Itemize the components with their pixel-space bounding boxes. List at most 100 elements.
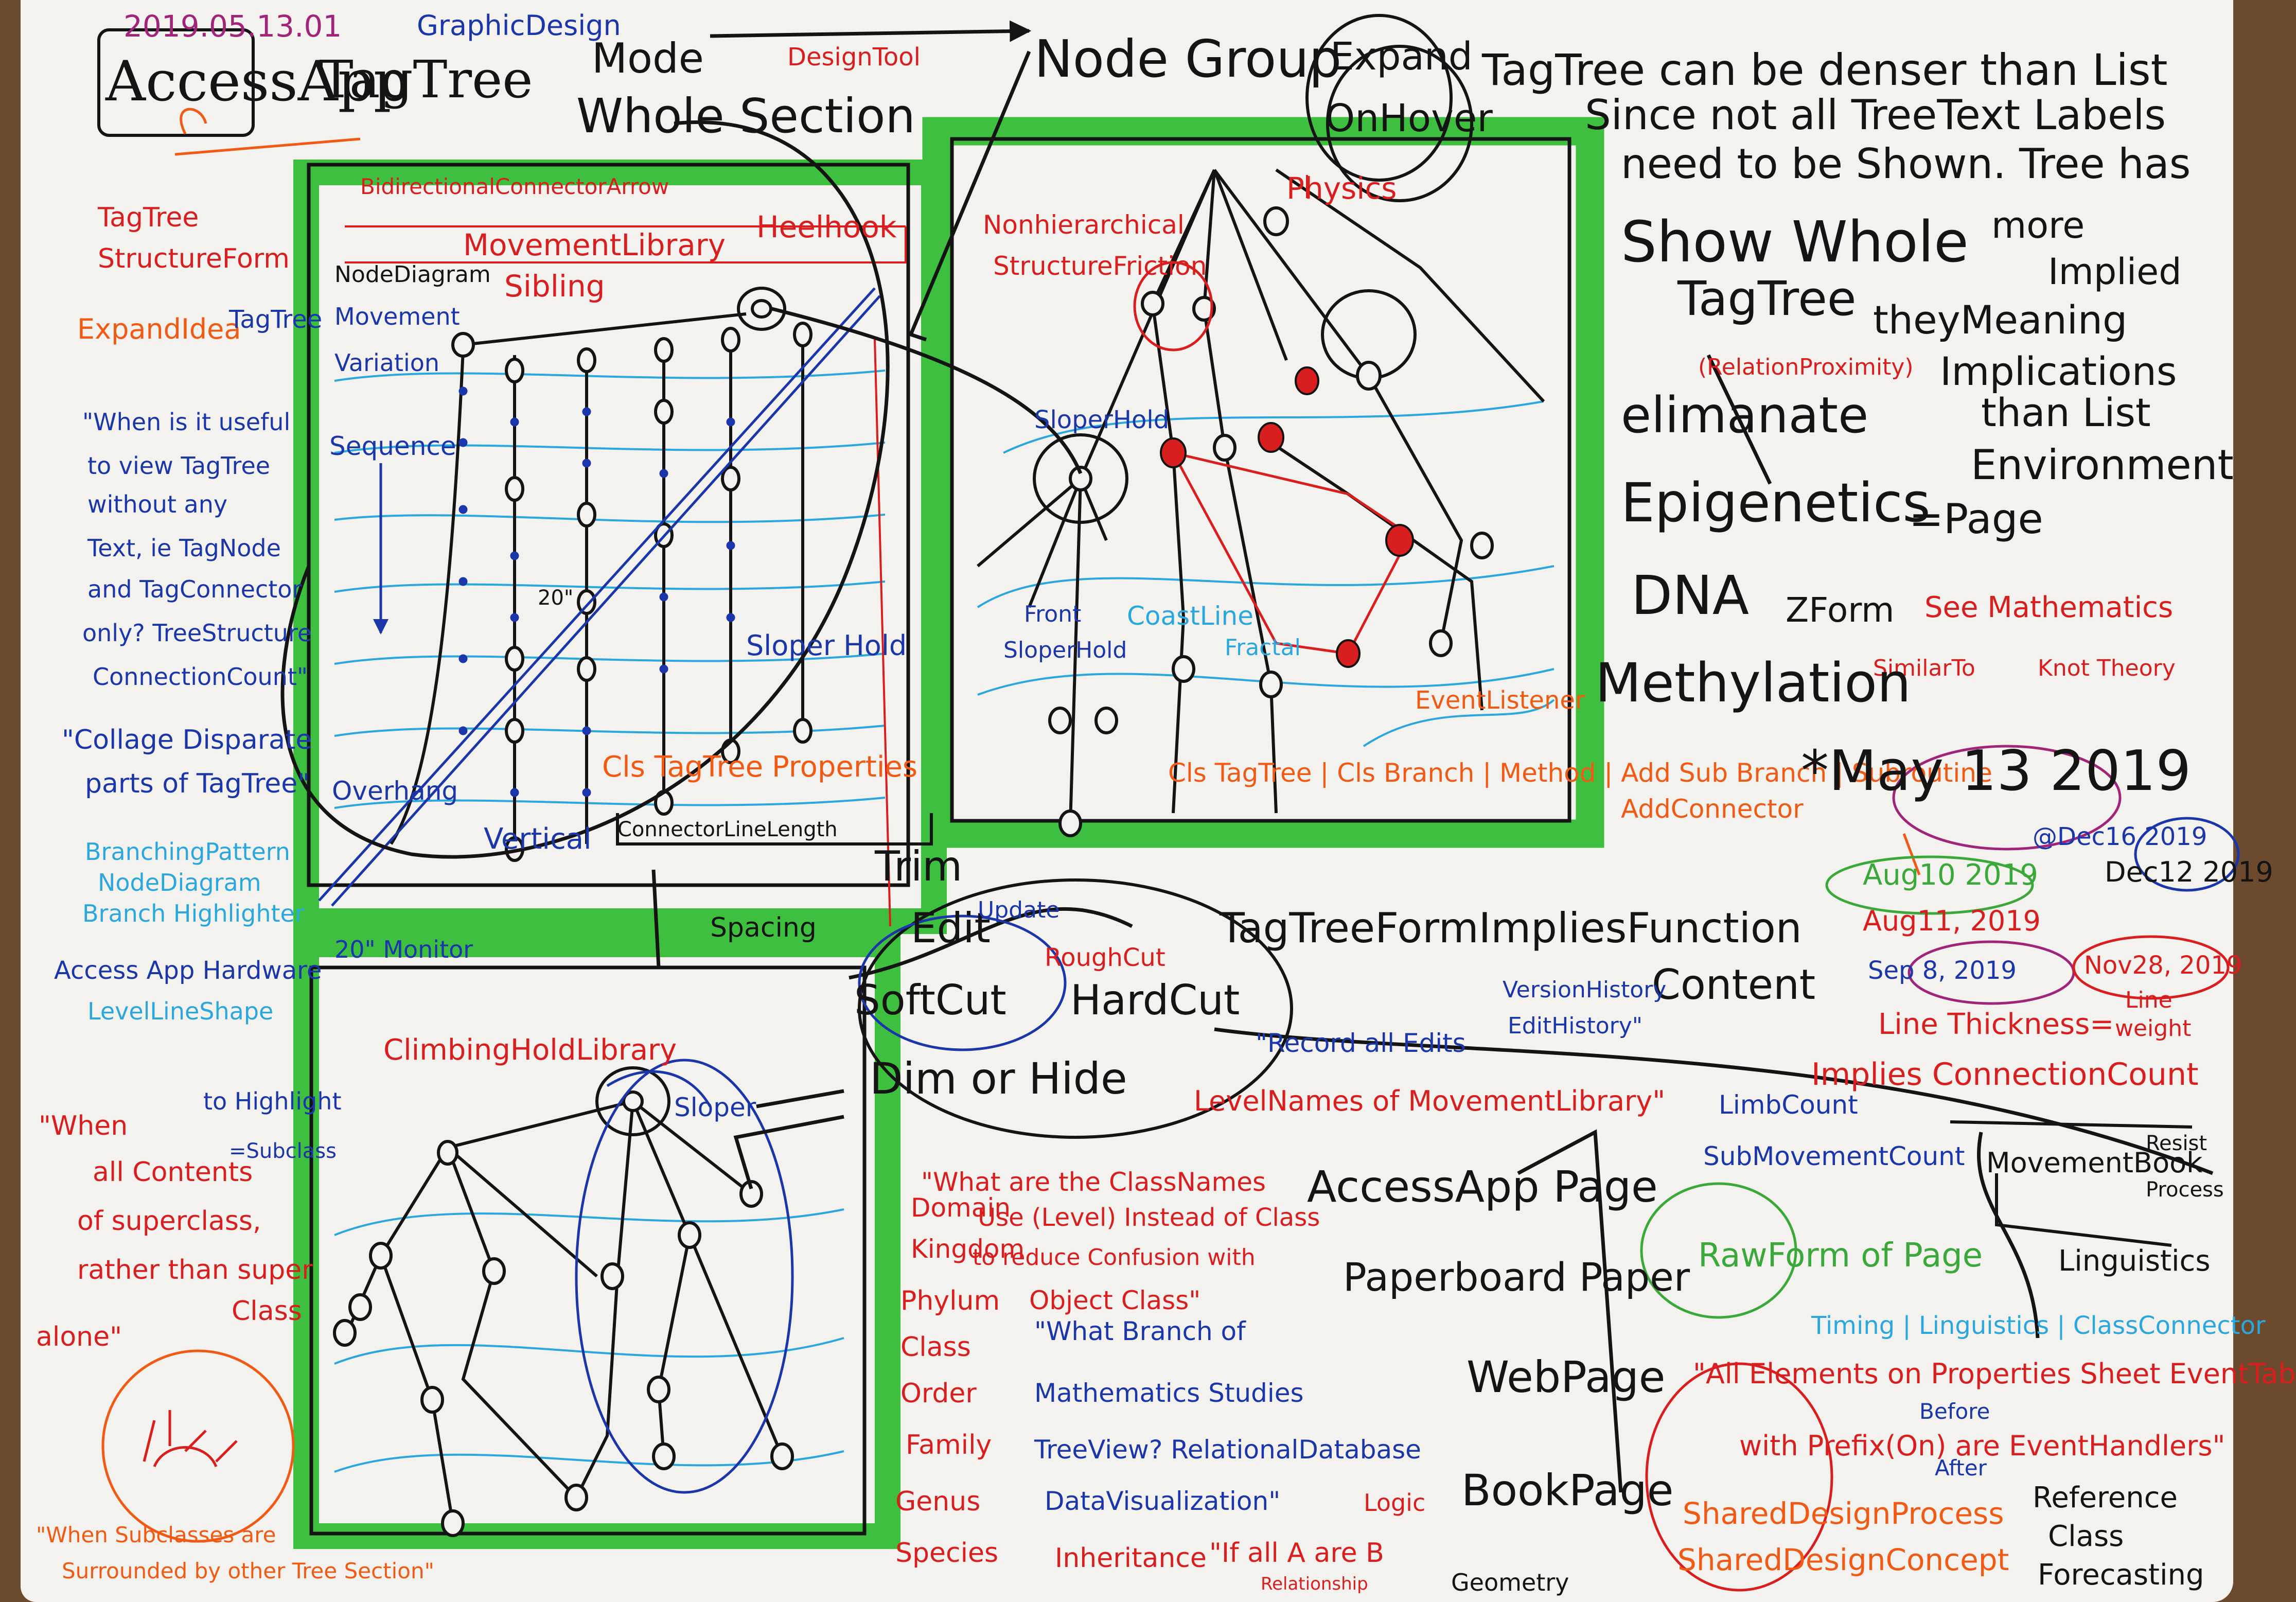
access-app-title: AccessApp (105, 49, 409, 114)
rank-species: Species (895, 1538, 999, 1569)
expand-idea-label: ExpandIdea (77, 313, 241, 345)
movement-library-label: MovementLibrary (463, 227, 726, 262)
front-label: Front (1024, 601, 1082, 627)
forecasting-label: Forecasting (2038, 1558, 2204, 1592)
when-quote-7: alone" (36, 1322, 122, 1352)
climbing-hold-tree (333, 1066, 794, 1537)
sloper-label: Sloper (674, 1093, 756, 1122)
timing-label: Timing | Linguistics | ClassConnector (1811, 1311, 2266, 1340)
useful-quote-4: Text, ie TagNode (87, 534, 281, 562)
shared-design-process-label: SharedDesignProcess (1683, 1496, 2004, 1531)
line-weight-label-2: weight (2115, 1015, 2192, 1042)
than-list-label: than List (1981, 390, 2151, 435)
update-label: Update (978, 897, 1060, 923)
properties-label: Properties (772, 750, 918, 784)
submovement-count-label: SubMovementCount (1703, 1141, 1965, 1171)
dim-or-hide-label: Dim or Hide (870, 1053, 1127, 1104)
node-group-label: Node Group (1034, 29, 1342, 89)
if-all-label: "If all A are B (1209, 1538, 1384, 1569)
denser-line-3: need to be Shown. Tree has (1621, 140, 2191, 188)
rank-class: Class (900, 1332, 971, 1363)
movement-label: Movement (334, 303, 460, 330)
logic-label: Logic (1364, 1489, 1426, 1517)
collage-quote-2: parts of TagTree" (85, 768, 310, 799)
hardware-label: Access App Hardware (54, 956, 322, 985)
implies-connection-count-label: Implies ConnectionCount (1811, 1057, 2199, 1093)
bottom-quote-2: Surrounded by other Tree Section" (62, 1558, 434, 1583)
when-quote-3: all Contents (93, 1157, 253, 1188)
reference-label: Reference (2033, 1481, 2178, 1515)
methylation-label: Methylation (1595, 652, 1911, 714)
bidirectional-connector-label: BidirectionalConnectorArrow (360, 174, 669, 199)
epigenetics-label: Epigenetics (1621, 471, 1931, 534)
eq-page-label: =Page (1909, 495, 2043, 543)
physics-label: Physics (1286, 171, 1397, 206)
sloper-hold-label-b: SloperHold (1034, 406, 1170, 434)
form-implies-function-label: TagTreeFormImpliesFunction (1220, 904, 1802, 952)
more-label: more (1991, 204, 2085, 247)
edit-label: Edit (911, 904, 991, 952)
when-quote-5: rather than super (77, 1255, 313, 1286)
branch-math-quote-2: Mathematics Studies (1034, 1378, 1304, 1408)
useful-quote-1: "When is it useful (82, 408, 291, 436)
connector-line-length-label: ConnectorLineLength (617, 818, 838, 841)
coastline-label: CoastLine (1127, 601, 1253, 631)
heelhook-label: Heelhook (756, 209, 897, 244)
record-edits-label: "Record all Edits (1256, 1028, 1466, 1058)
webpage-label: WebPage (1467, 1352, 1666, 1402)
bottom-quote-1: "When Subclasses are (36, 1522, 276, 1547)
similar-to-label: SimilarTo (1873, 655, 1975, 681)
rank-phylum: Phylum (900, 1286, 1000, 1316)
useful-quote-3: without any (87, 490, 228, 518)
what-class-quote-1: "What are the ClassNames (921, 1167, 1266, 1197)
add-connector-label: AddConnector (1621, 794, 1804, 824)
when-quote-4: of superclass, (77, 1206, 261, 1237)
whole-section-label: Whole Section (576, 89, 915, 144)
inheritance-label: Inheritance (1055, 1543, 1207, 1574)
aug10-date-label: Aug10 2019 (1863, 858, 2038, 892)
see-mathematics-label: See Mathematics (1924, 591, 2174, 624)
sibling-label: Sibling (504, 269, 605, 304)
what-class-quote-2: Use (Level) Instead of Class (978, 1203, 1320, 1232)
zform-label: ZForm (1786, 590, 1895, 630)
rank-genus: Genus (895, 1486, 981, 1517)
movement-library-tree (390, 287, 813, 862)
shared-design-concept-label: SharedDesignConcept (1677, 1542, 2009, 1577)
expand-label: Expand (1330, 34, 1473, 79)
dec12-date-label: Dec12 2019 (2105, 856, 2273, 888)
treeview-label: TreeView? RelationalDatabase (1034, 1435, 1421, 1465)
trim-label: Trim (875, 842, 963, 890)
tagtree-title: TagTree (319, 49, 533, 110)
cls-branch-path-label: Cls TagTree | Cls Branch | Method | Add … (1168, 758, 1992, 788)
level-line-shape-label: LevelLineShape (87, 997, 274, 1025)
on-hover-label: OnHover (1325, 96, 1493, 140)
branch-math-quote-1: "What Branch of (1034, 1316, 1246, 1346)
node-diagram-label: NodeDiagram (334, 261, 491, 288)
climbing-hold-library-label: ClimbingHoldLibrary (383, 1033, 677, 1067)
softcut-label: SoftCut (854, 976, 1006, 1024)
rank-order: Order (900, 1378, 977, 1409)
level-names-label: LevelNames of MovementLibrary" (1194, 1085, 1666, 1117)
mode-label: Mode (592, 34, 704, 82)
paper-sheet (21, 0, 2233, 1602)
nonhierarchical-label: Nonhierarchical (983, 210, 1185, 240)
branching-pattern-label: BranchingPattern (85, 838, 290, 866)
node-diagram-side-label: NodeDiagram (98, 869, 261, 896)
environment-label: Environment (1971, 441, 2234, 489)
after-label: After (1935, 1455, 1987, 1481)
frame-physics (922, 117, 1604, 848)
rank-kingdom: Kingdom (911, 1234, 1025, 1264)
overhang-label: Overhang (332, 776, 458, 806)
process-label: Process (2146, 1178, 2224, 1202)
monitor-label: 20" Monitor (334, 936, 473, 963)
variation-label: Variation (334, 349, 440, 377)
geometry-label: Geometry (1451, 1569, 1569, 1596)
nov28-date-label: Nov28, 2019 (2084, 951, 2242, 980)
physics-tree (977, 168, 1545, 837)
when-quote-2: to Highlight (203, 1087, 342, 1115)
event-listener-label: EventListener (1415, 686, 1585, 715)
show-whole-tagtree-label: TagTree (1677, 271, 1857, 326)
implied-label: Implied (2048, 251, 2182, 293)
paperboard-paper-label: Paperboard Paper (1343, 1254, 1690, 1300)
